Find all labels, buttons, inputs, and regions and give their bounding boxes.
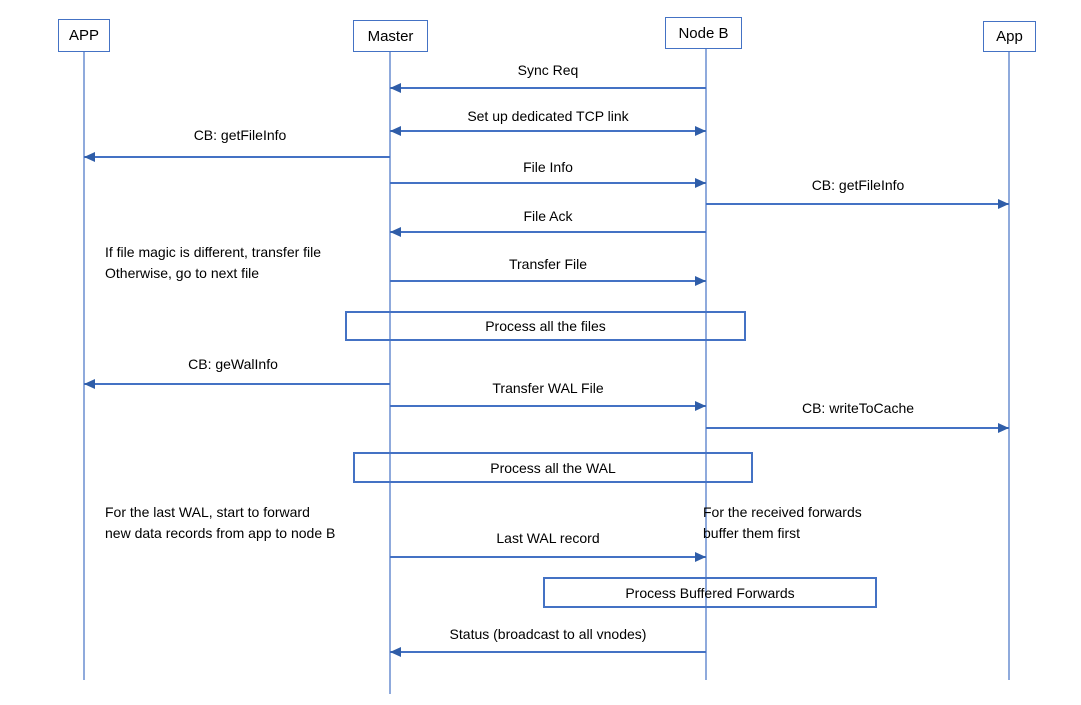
message-transfer-wal-line	[390, 405, 706, 407]
arrowhead-right-icon	[695, 276, 706, 286]
message-file-ack-line	[390, 231, 706, 233]
message-last-wal-record-label: Last WAL record	[496, 530, 600, 546]
lifeline-node-b	[705, 49, 707, 680]
message-cb-getfileinfo-left-label: CB: getFileInfo	[193, 127, 287, 143]
message-cb-writetocache-label: CB: writeToCache	[801, 400, 915, 416]
actor-label: APP	[68, 27, 99, 44]
message-sync-req-line	[390, 87, 706, 89]
message-last-wal-record-line	[390, 556, 706, 558]
arrowhead-right-icon	[695, 126, 706, 136]
process-box-buffered-forwards: Process Buffered Forwards	[543, 577, 877, 608]
process-box-label: Process all the WAL	[490, 459, 616, 476]
message-cb-getfileinfo-right-line	[706, 203, 1009, 205]
actor-box-app-left: APP	[58, 19, 110, 52]
message-transfer-file-line	[390, 280, 706, 282]
lifeline-master	[389, 52, 391, 694]
arrowhead-left-icon	[390, 126, 401, 136]
process-box-all-files: Process all the files	[345, 311, 746, 341]
message-cb-getfileinfo-left-line	[84, 156, 390, 158]
actor-label: Master	[367, 27, 414, 45]
actor-label: App	[996, 28, 1023, 45]
actor-box-master: Master	[353, 20, 428, 52]
note-received-forwards: For the received forwards buffer them fi…	[703, 502, 862, 544]
message-sync-req-label: Sync Req	[517, 62, 579, 78]
note-line: If file magic is different, transfer fil…	[105, 244, 322, 260]
arrowhead-left-icon	[390, 227, 401, 237]
message-tcp-link-line	[390, 130, 706, 132]
actor-label: Node B	[678, 24, 729, 42]
arrowhead-left-icon	[84, 152, 95, 162]
message-status-label: Status (broadcast to all vnodes)	[449, 626, 647, 642]
message-cb-gewalinfo-line	[84, 383, 390, 385]
message-cb-getfileinfo-right-label: CB: getFileInfo	[811, 177, 905, 193]
message-transfer-wal-label: Transfer WAL File	[492, 380, 604, 396]
process-box-all-wal: Process all the WAL	[353, 452, 753, 483]
note-file-magic: If file magic is different, transfer fil…	[105, 242, 321, 284]
note-line: For the last WAL, start to forward	[105, 504, 310, 520]
arrowhead-right-icon	[695, 178, 706, 188]
note-line: For the received forwards	[703, 504, 862, 520]
message-file-ack-label: File Ack	[523, 208, 573, 224]
process-box-label: Process Buffered Forwards	[625, 584, 795, 601]
message-tcp-link-label: Set up dedicated TCP link	[467, 108, 629, 124]
arrowhead-right-icon	[695, 552, 706, 562]
arrowhead-right-icon	[998, 423, 1009, 433]
arrowhead-left-icon	[84, 379, 95, 389]
process-box-label: Process all the files	[485, 318, 606, 334]
message-transfer-file-label: Transfer File	[508, 256, 588, 272]
note-line: new data records from app to node B	[105, 525, 336, 541]
message-status-line	[390, 651, 706, 653]
lifeline-app-right	[1008, 52, 1010, 680]
message-file-info-label: File Info	[523, 159, 573, 175]
arrowhead-right-icon	[998, 199, 1009, 209]
arrowhead-left-icon	[390, 83, 401, 93]
lifeline-app-left	[83, 52, 85, 680]
message-cb-writetocache-line	[706, 427, 1009, 429]
note-last-wal: For the last WAL, start to forward new d…	[105, 502, 335, 544]
arrowhead-left-icon	[390, 647, 401, 657]
message-cb-gewalinfo-label: CB: geWalInfo	[188, 356, 278, 372]
arrowhead-right-icon	[695, 401, 706, 411]
note-line: Otherwise, go to next file	[105, 265, 260, 281]
note-line: buffer them first	[703, 525, 801, 541]
message-file-info-line	[390, 182, 706, 184]
actor-box-app-right: App	[983, 21, 1036, 52]
actor-box-node-b: Node B	[665, 17, 742, 49]
